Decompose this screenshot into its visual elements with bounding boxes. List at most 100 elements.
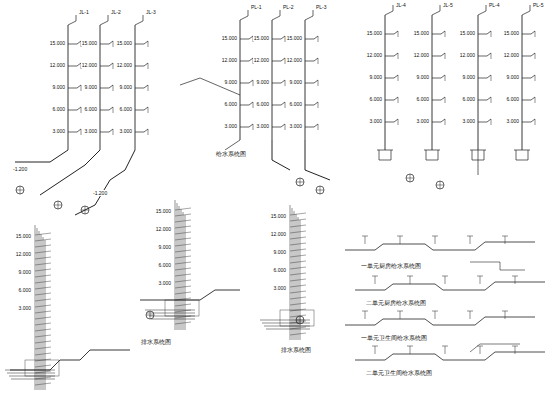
pipe <box>144 41 148 44</box>
elevation-label: 9.000 <box>415 74 430 80</box>
elevation-label: 3.000 <box>223 123 238 129</box>
pipe <box>441 75 445 78</box>
pipe <box>35 371 51 373</box>
pipe <box>35 263 51 265</box>
elevation-label: 9.000 <box>505 74 520 80</box>
pipe <box>77 107 81 110</box>
pipe <box>249 80 253 83</box>
pipe <box>81 129 82 135</box>
elevation-label: 12.000 <box>286 57 303 63</box>
elevation-label: 6.000 <box>368 96 383 102</box>
pipe <box>77 85 81 88</box>
pipe <box>305 16 313 20</box>
pipe <box>531 75 535 78</box>
riser-symbol <box>146 311 154 319</box>
pipe <box>514 150 530 151</box>
pipe <box>290 231 306 233</box>
pipe <box>68 44 77 45</box>
drawing-title: 排水系统图 <box>280 346 312 353</box>
pipe <box>522 34 531 35</box>
pipe <box>35 335 51 337</box>
pipe <box>240 16 248 20</box>
pipe <box>35 281 51 283</box>
pipe <box>314 102 318 105</box>
pipe <box>225 140 240 150</box>
pipe <box>480 346 481 354</box>
pipe <box>290 237 306 239</box>
pipe <box>505 236 506 244</box>
riser-symbol <box>316 186 324 194</box>
pipe <box>253 102 254 108</box>
pipe <box>35 293 51 295</box>
pipe <box>313 10 314 16</box>
pipe <box>183 212 184 330</box>
pipe <box>470 236 471 244</box>
drawing-title: 一单元厨房给水系统图 <box>360 262 422 269</box>
pipe <box>290 273 306 275</box>
pipe <box>355 352 545 360</box>
pipe <box>35 269 51 271</box>
elevation-label: 6.000 <box>272 267 287 273</box>
pipe <box>394 119 398 122</box>
pipe <box>385 100 394 101</box>
pipe <box>440 181 441 189</box>
pipe <box>305 83 314 84</box>
elevation-label: -1.200 <box>92 190 108 196</box>
pipe <box>35 329 51 331</box>
riser-symbol <box>54 201 62 209</box>
pipe <box>470 344 520 352</box>
pipe <box>135 66 144 67</box>
pipe <box>445 75 446 81</box>
pipe <box>531 119 535 122</box>
pipe <box>531 31 535 34</box>
pipe <box>432 311 438 312</box>
pipe <box>400 311 401 319</box>
pipe <box>432 100 441 101</box>
pipe <box>148 129 149 135</box>
pipe <box>441 53 445 56</box>
pipe <box>135 88 144 89</box>
pipe <box>478 15 479 150</box>
pipe <box>290 243 306 245</box>
pipe <box>240 127 249 128</box>
pipe <box>362 236 368 237</box>
pipe <box>35 239 51 241</box>
elevation-label: 12.000 <box>366 52 383 58</box>
pipe <box>365 311 366 319</box>
pipe <box>300 220 301 340</box>
pipe <box>249 102 253 105</box>
pipe <box>35 245 51 247</box>
elevation-label: 15.000 <box>116 40 133 46</box>
pipe <box>35 311 51 313</box>
pipe <box>280 10 281 16</box>
pipe <box>75 150 135 215</box>
elevation-label: 12.000 <box>81 62 98 68</box>
pipe <box>35 251 51 253</box>
pipe <box>320 186 321 194</box>
pipe <box>253 80 254 86</box>
pipe <box>281 36 285 39</box>
elevation-label: 15.000 <box>81 40 98 46</box>
pipe <box>440 5 441 11</box>
pipe <box>249 124 253 127</box>
pipe <box>135 21 143 25</box>
pipe <box>375 276 376 284</box>
elevation-label: 15.000 <box>366 30 383 36</box>
elevation-label: PL-3 <box>315 4 328 10</box>
pipe <box>478 78 487 79</box>
pipe <box>515 276 516 284</box>
elevation-label: 12.000 <box>459 52 476 58</box>
pipe <box>35 275 51 277</box>
pipe <box>424 150 440 151</box>
pipe <box>113 63 114 69</box>
pipe <box>477 276 483 277</box>
pipe <box>522 100 531 101</box>
pipe <box>281 58 285 61</box>
hatched-block <box>25 360 59 376</box>
pipe <box>35 323 51 325</box>
elevation-label: 9.000 <box>461 74 476 80</box>
pipe <box>68 21 76 25</box>
pipe <box>432 56 441 57</box>
pipe <box>109 85 113 88</box>
elevation-label: 3.000 <box>83 128 98 134</box>
